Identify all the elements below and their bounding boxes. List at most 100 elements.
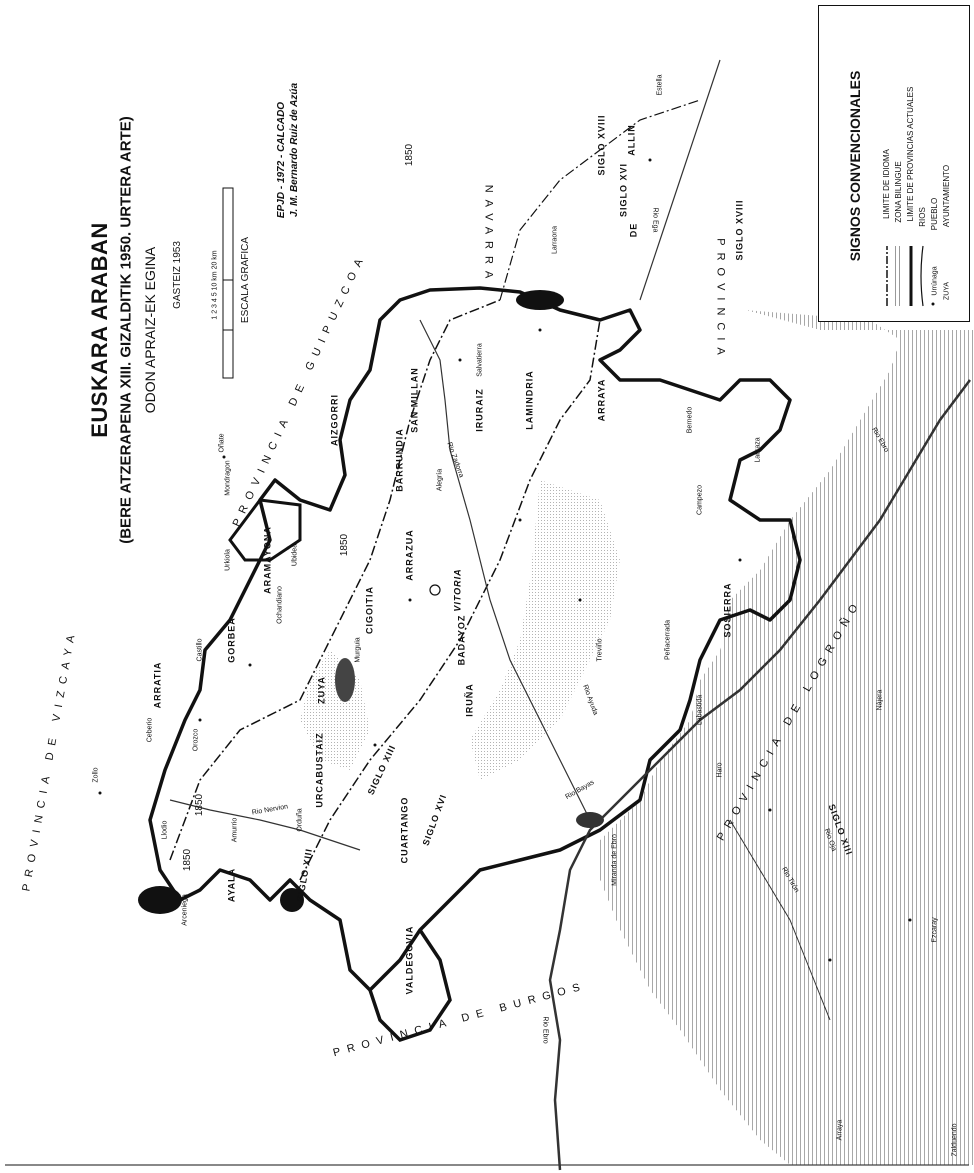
legend-item-2: LIMITE DE PROVINCIAS ACTUALES: [906, 86, 915, 222]
enclave-larraona: [516, 290, 564, 310]
label-1850-c: 1850: [339, 533, 350, 557]
label-lamindria: LAMINDRIA: [524, 370, 535, 430]
map-place-date: GASTEIZ 1953: [172, 241, 183, 309]
bilingual-dotted-zone: [470, 480, 620, 780]
town-amurrio: Amurrio: [231, 817, 239, 843]
label-arraya: ARRAYA: [596, 378, 607, 422]
label-1850-d: 1850: [404, 143, 415, 167]
legend-item-1: ZONA BILINGUE: [894, 161, 903, 223]
legend-item-5: AYUNTAMIENTO: [942, 164, 951, 228]
label-de: DE: [628, 222, 639, 238]
label-sosierra: SOSIERRA: [722, 582, 733, 638]
river-label-ega: Rio Ega: [651, 207, 659, 233]
label-san-millan: SAN MILLAN: [409, 367, 420, 433]
town-ubidea: Ubidea: [291, 543, 299, 567]
language-limit-line-3: [499, 99, 701, 301]
label-arrazua: ARRAZUA: [404, 529, 415, 581]
river-nervion: [169, 799, 361, 851]
label-allin: ALLIN: [626, 124, 637, 156]
label-1850-a: 1850: [194, 793, 205, 817]
town-zollo: Zollo: [92, 767, 100, 783]
river-zadorra: [419, 319, 591, 821]
label-siglo18-a: SIGLO XVIII: [596, 114, 607, 176]
alava-boundary: [148, 286, 802, 992]
vitoria-symbol: [429, 584, 441, 596]
town-larraona: Larraona: [551, 225, 559, 255]
town-bernedo: Bernedo: [686, 406, 694, 434]
label-iruna: IRUÑA: [464, 683, 475, 717]
label-aizgorri: AIZGORRI: [329, 394, 340, 446]
valdegovia-boundary: [368, 929, 452, 1043]
town-arraya: Arraya: [836, 1119, 844, 1141]
logrono-hatched-zone: [600, 310, 974, 1165]
scale-label: ESCALA GRAFICA: [240, 236, 251, 324]
town-castillo: Castillo: [196, 638, 204, 662]
town-orduña: Orduña: [296, 808, 304, 832]
town-urkiola: Urkiola: [224, 549, 232, 571]
legend-item-0: LIMITE DE IDIOMA: [882, 149, 891, 219]
town-labastida: Labastida: [696, 694, 704, 726]
label-zuya: ZUYA: [316, 676, 327, 704]
language-limit-line-2: [299, 319, 601, 881]
label-navarra: NAVARRA: [482, 184, 495, 286]
town-trevino: Treviño: [596, 638, 604, 662]
enclave-arceniega: [138, 886, 182, 914]
town-miranda: Miranda de Ebro: [611, 834, 619, 886]
legend-symbols: [886, 245, 935, 307]
label-gorbea: GORBEA: [226, 617, 237, 663]
town-orozco: Orozco: [192, 728, 200, 752]
town-ezcaray: Ezcaray: [931, 917, 939, 943]
river-ega: [639, 59, 721, 301]
label-valdegovia: VALDEGOVIA: [404, 925, 415, 995]
town-labraza: Labraza: [754, 437, 762, 463]
legend-item-3: RIOS: [918, 207, 927, 227]
town-campezo: Campezo: [696, 485, 704, 515]
label-arratia: ARRATIA: [152, 661, 163, 709]
map-title: EUSKARA ARABAN: [87, 222, 112, 438]
label-siglo16-b: SIGLO XVI: [618, 162, 629, 218]
town-llodio: Llodio: [161, 820, 169, 840]
town-alegria: Alegría: [436, 468, 444, 492]
label-barrundia: BARRUNDIA: [394, 428, 405, 492]
town-penacerrada: Peñacerrada: [664, 619, 672, 661]
town-estella: Estella: [656, 74, 664, 96]
label-aramayona: ARAMAYONA: [262, 526, 273, 594]
credit-line-2: J. M. Bernardo Ruiz de Azúa: [289, 82, 300, 218]
town-arceniega: Arceniega: [181, 894, 189, 926]
label-badayoz: BADAYOZ: [456, 614, 467, 666]
town-murguia: Murguia: [354, 637, 362, 663]
label-siglo18-b: SIGLO XVIII: [734, 199, 745, 261]
legend-sample-pueblo: Urrúnaga: [931, 266, 939, 296]
scale-bar: [222, 187, 234, 379]
label-1850-b: 1850: [182, 848, 193, 872]
scale-ticks: 1 2 3 4 5 10 km 20 km: [211, 250, 219, 320]
enclave-siglo13: [280, 888, 304, 912]
legend-box: SIGNOS CONVENCIONALES LIMITE DE IDIOMA Z…: [818, 5, 970, 322]
aramayona-boundary: [228, 498, 302, 562]
town-mondragon: Mondragon: [224, 460, 232, 496]
enclave-zuya: [335, 658, 355, 702]
town-ochandiano: Ochandiano: [276, 586, 284, 624]
label-ayala: AYALA: [226, 867, 237, 903]
town-ceberio: Ceberio: [146, 717, 154, 743]
river-ebro: [548, 379, 971, 1171]
town-dots: [98, 158, 912, 962]
river-label-ebro-1: Rio Ebro: [541, 1016, 549, 1044]
legend-sample-ayuntamiento: ZUYA: [943, 281, 951, 301]
label-urcabustaiz: URCABUSTAIZ: [314, 732, 325, 808]
town-zalduendo: Zalduendo: [951, 1123, 959, 1157]
map-author: ODON APRAIZ-EK EGINA: [142, 246, 158, 414]
label-prov-navarra: PROVINCIA: [714, 238, 727, 362]
town-haro: Haro: [716, 762, 724, 778]
bilingual-dotted-zone-2: [300, 650, 370, 770]
town-salvatierra: Salvatierra: [476, 343, 484, 377]
label-cuartango: CUARTANGO: [399, 796, 410, 864]
label-vitoria: VITORIA: [452, 568, 463, 612]
label-cigoitia: CIGOITIA: [364, 586, 375, 634]
credit-line-1: EPJD - 1972 - CALCADO: [276, 101, 287, 219]
label-iruraiz: IRURAIZ: [474, 388, 485, 432]
legend-item-4: PUEBLO: [930, 197, 939, 231]
map-subtitle: (BERE ATZERAPENA XIII. GIZALDITIK 1950. …: [117, 116, 135, 544]
enclave-miranda: [576, 812, 604, 828]
